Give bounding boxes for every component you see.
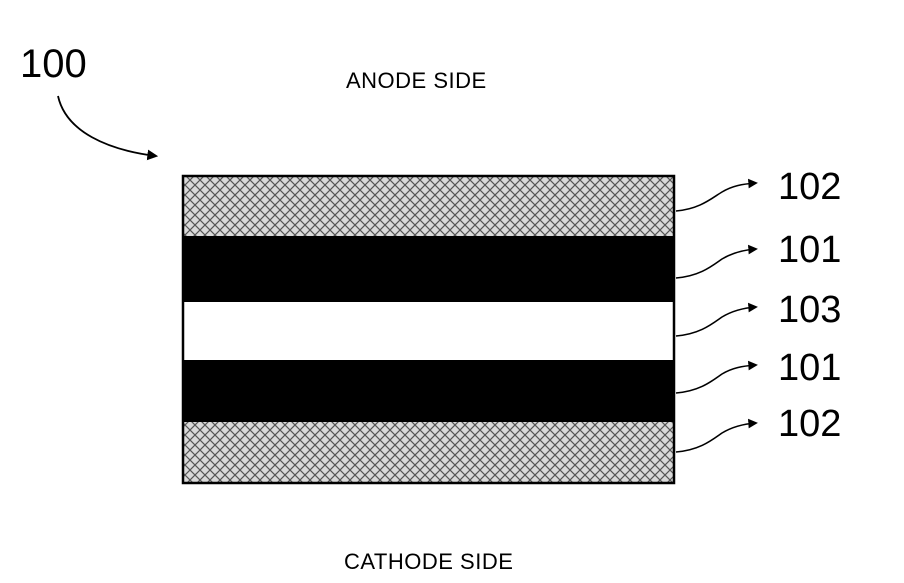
layer-102-bottom: [183, 422, 674, 483]
layer-102-top: [183, 176, 674, 236]
leader-line-101-lower: [676, 365, 756, 393]
figure-pointer-arrow: [58, 96, 156, 156]
layer-ref-label: 103: [778, 291, 841, 329]
layer-101-lower: [183, 360, 674, 422]
layer-101-upper: [183, 236, 674, 302]
leader-line-102-top: [676, 183, 756, 211]
leader-line-101-upper: [676, 249, 756, 278]
layer-ref-label: 102: [778, 168, 841, 206]
figure-reference-label: 100: [20, 44, 87, 84]
cathode-side-label: CATHODE SIDE: [344, 551, 513, 573]
leader-line-103: [676, 307, 756, 336]
layer-ref-label: 101: [778, 349, 841, 387]
layer-ref-label: 102: [778, 405, 841, 443]
anode-side-label: ANODE SIDE: [346, 70, 487, 92]
layer-ref-label: 101: [778, 231, 841, 269]
layer-103: [183, 302, 674, 360]
leader-line-102-bottom: [676, 423, 756, 452]
